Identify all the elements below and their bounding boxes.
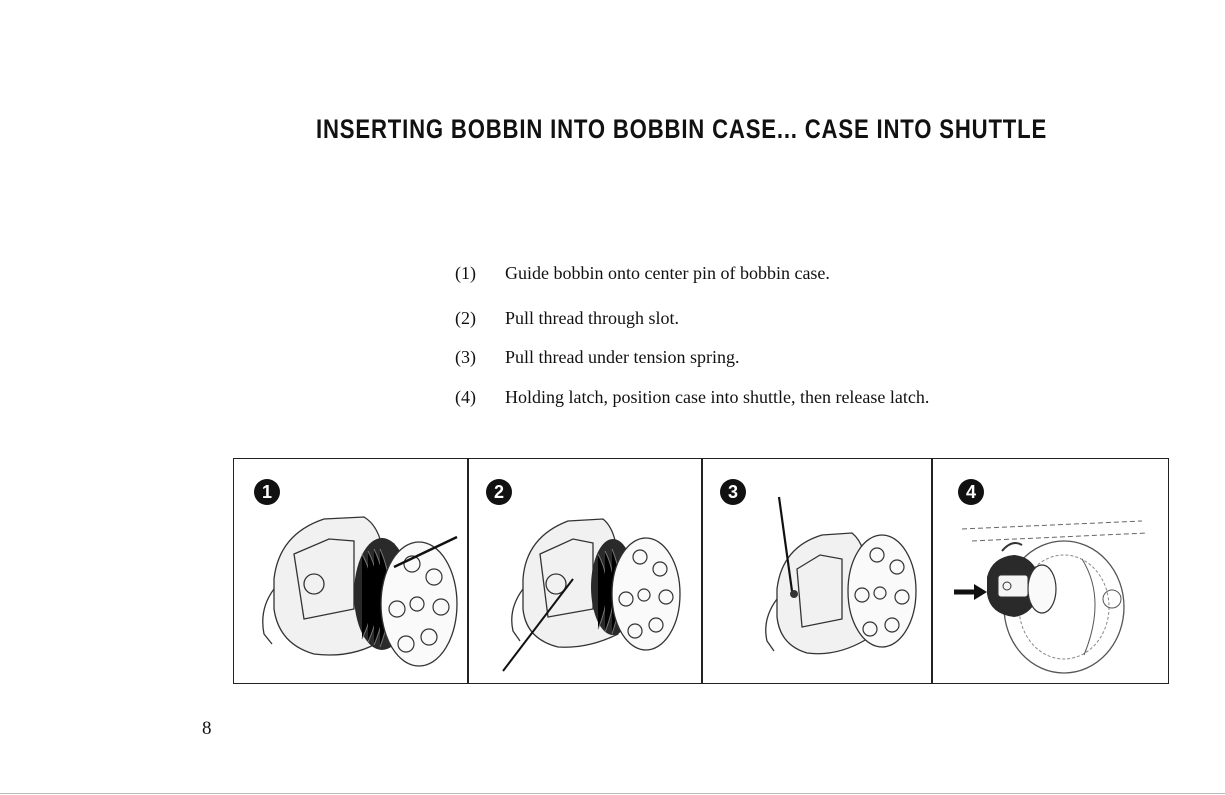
step-number: (3) — [455, 346, 495, 368]
case-into-shuttle-illustration — [932, 459, 1168, 683]
step-text: Pull thread under tension spring. — [505, 346, 739, 368]
step-text: Holding latch, position case into shuttl… — [505, 386, 929, 408]
panel-step-3: 3 — [702, 459, 931, 683]
step-number: (4) — [455, 386, 495, 408]
step-number: (1) — [455, 262, 495, 284]
thread-through-slot-illustration — [468, 459, 701, 683]
panel-step-4: 4 — [932, 459, 1168, 683]
page-title: INSERTING BOBBIN INTO BOBBIN CASE... CAS… — [316, 114, 1047, 145]
page-number: 8 — [202, 718, 212, 740]
bobbin-into-case-illustration — [234, 459, 467, 683]
panel-step-2: 2 — [468, 459, 701, 683]
step-text: Pull thread through slot. — [505, 307, 679, 329]
step-text: Guide bobbin onto center pin of bobbin c… — [505, 262, 830, 284]
panel-step-1: 1 — [234, 459, 467, 683]
thread-under-spring-illustration — [702, 459, 931, 683]
step-number: (2) — [455, 307, 495, 329]
illustration-panels: 1 2 — [233, 458, 1169, 684]
page-edge-divider — [0, 793, 1225, 794]
